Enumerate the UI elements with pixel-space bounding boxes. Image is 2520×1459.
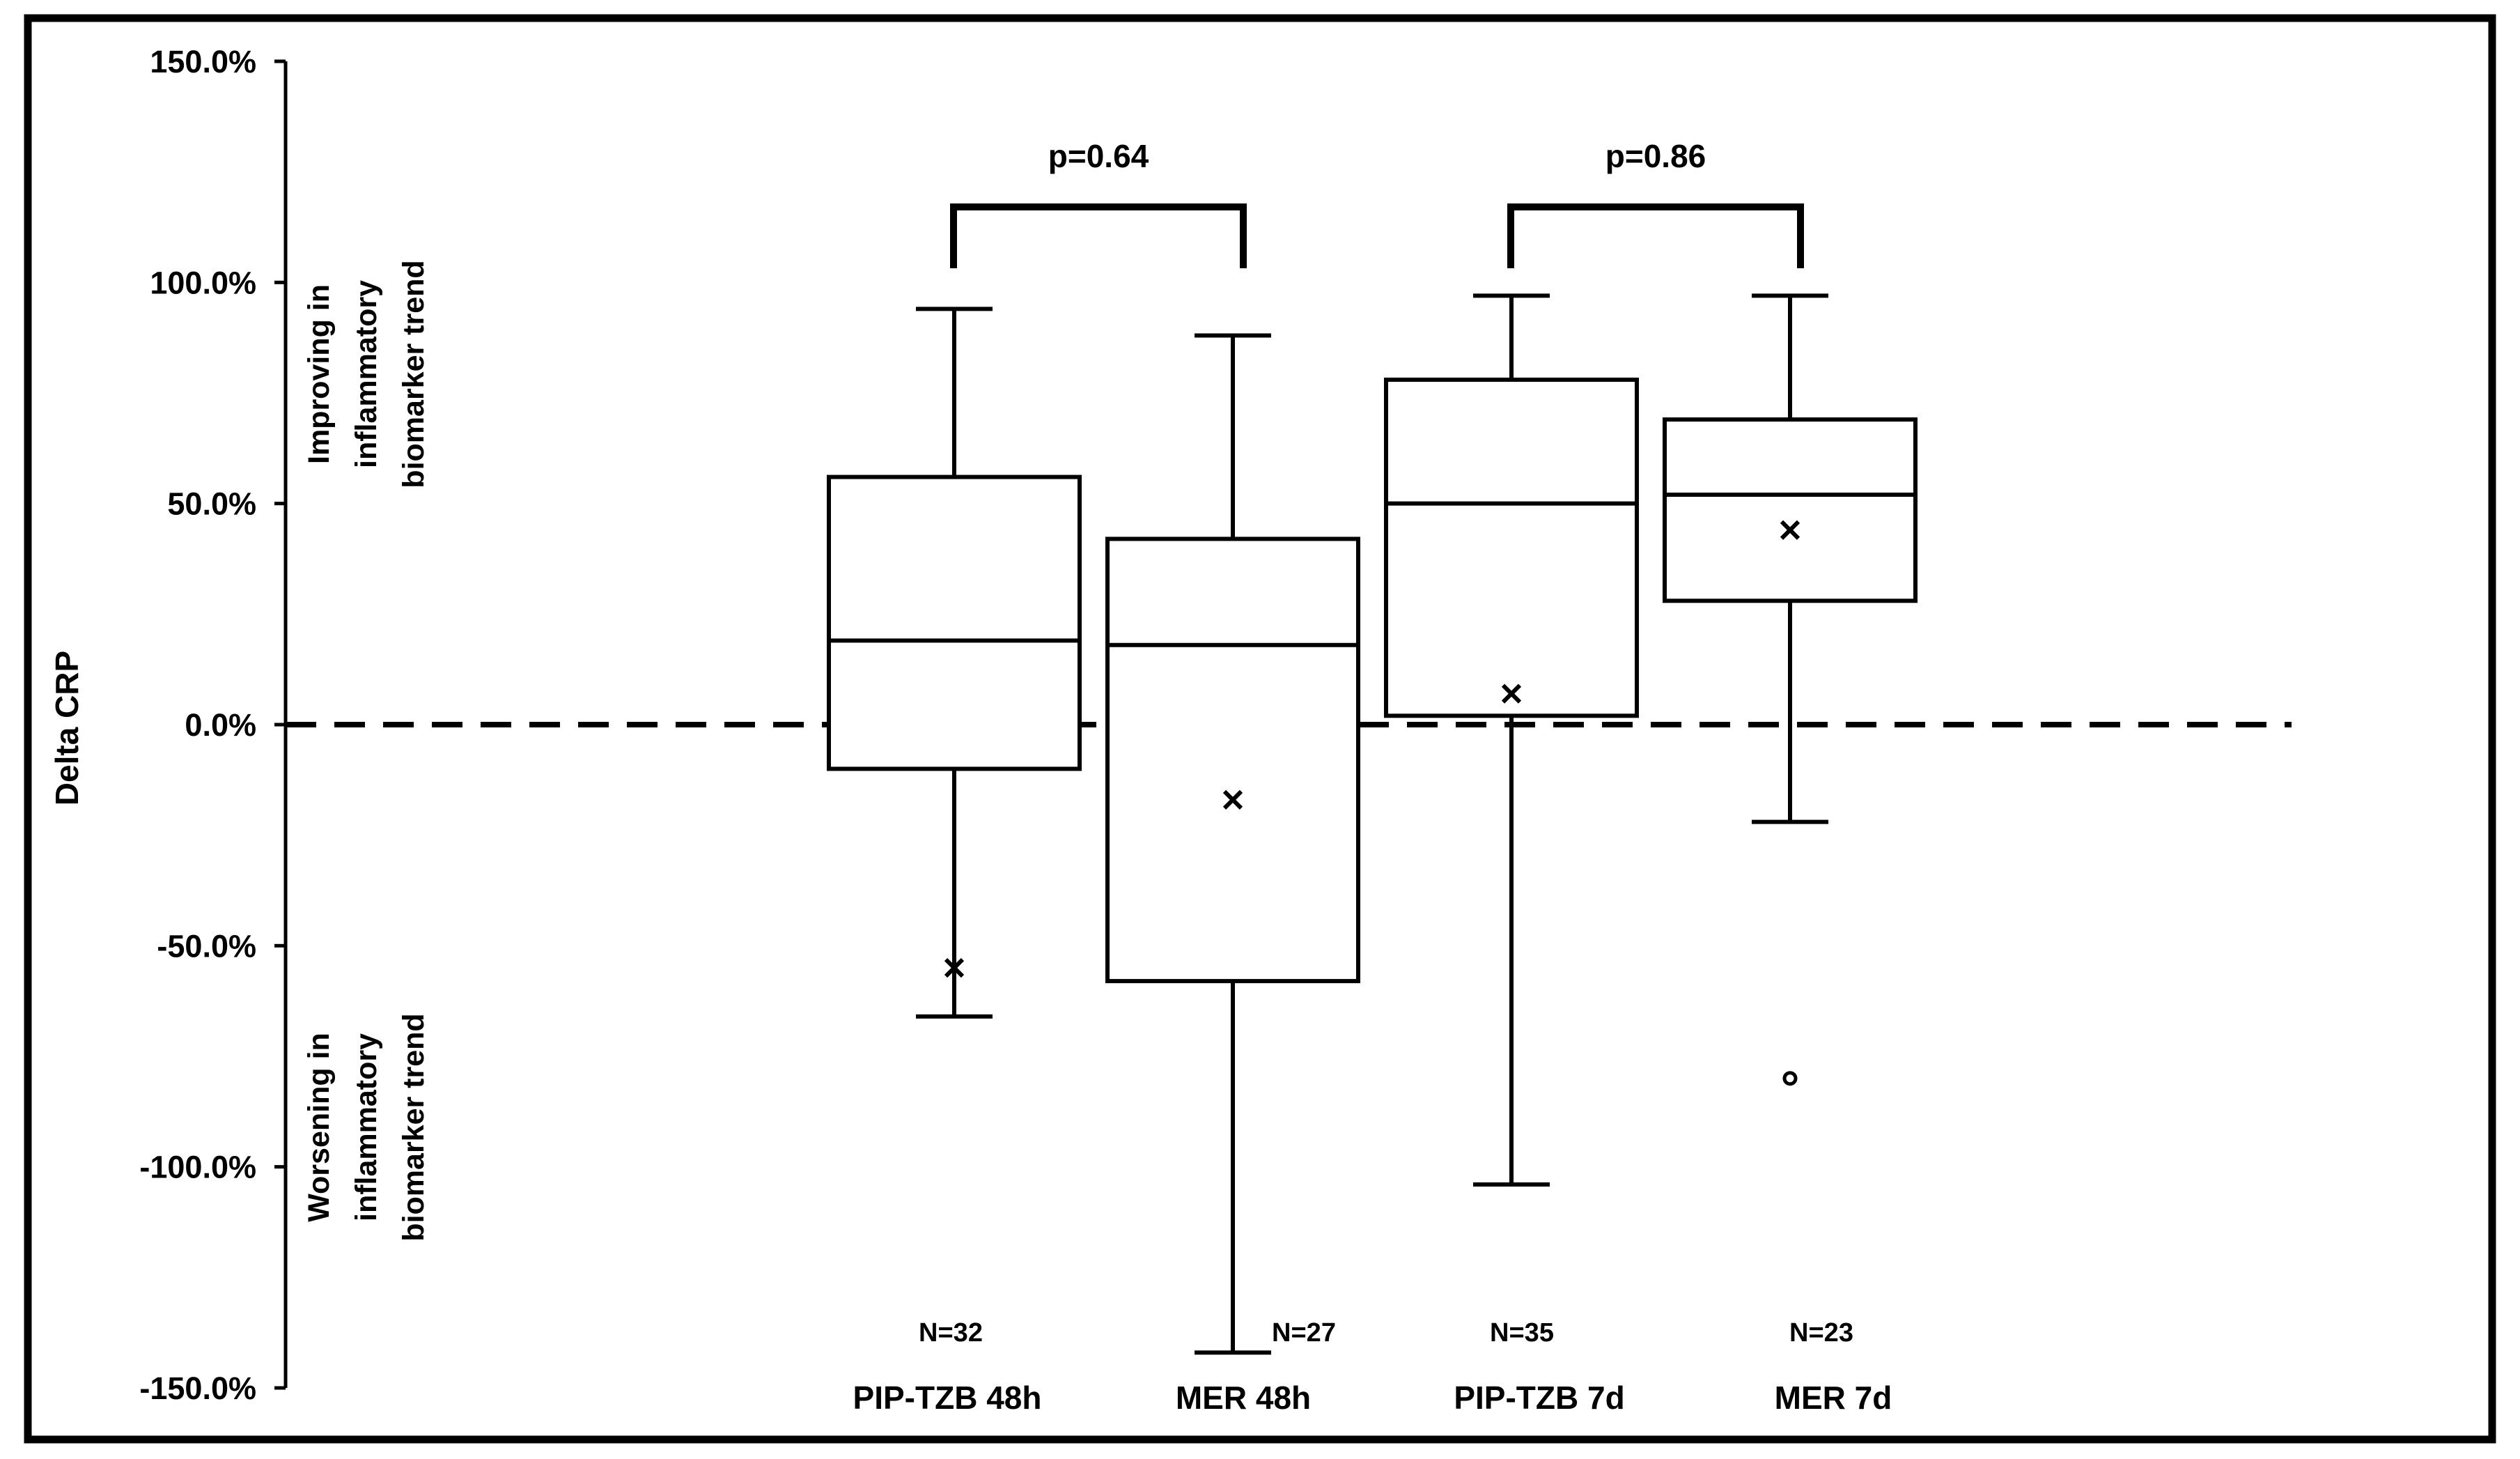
- y-tick-label: -50.0%: [157, 928, 256, 964]
- box: [1105, 536, 1360, 984]
- region-label-line: biomarker trend: [397, 1013, 430, 1241]
- region-label-line: Improving in: [302, 284, 336, 464]
- y-tick-label: -100.0%: [139, 1150, 256, 1185]
- y-tick-label: 50.0%: [167, 486, 256, 522]
- y-tick-label: -150.0%: [139, 1371, 256, 1406]
- bracket-line: [1507, 203, 1804, 268]
- y-tick-label: 100.0%: [150, 265, 256, 300]
- lower-region-label: Worsening in inflammatory biomarker trend: [302, 1013, 430, 1241]
- box: [1384, 377, 1639, 718]
- comparison-bracket: p=0.86: [1507, 138, 1804, 268]
- x-category-label: MER 7d: [1775, 1380, 1892, 1416]
- mean-marker: [944, 957, 965, 978]
- p-value-label: p=0.64: [1048, 138, 1149, 174]
- region-label-line: Worsening in: [302, 1033, 336, 1222]
- region-label-line: inflammatory: [350, 1033, 383, 1221]
- region-label-line: biomarker trend: [397, 260, 430, 488]
- box: [827, 474, 1082, 771]
- n-label: N=23: [1789, 1318, 1853, 1348]
- y-tick-label: 0.0%: [185, 707, 256, 743]
- upper-region-label: Improving in inflammatory biomarker trend: [302, 260, 430, 488]
- y-axis-title: Delta CRP: [49, 651, 85, 805]
- p-value-label: p=0.86: [1605, 138, 1706, 174]
- outlier-point: [1782, 1071, 1798, 1086]
- comparison-bracket: p=0.64: [950, 138, 1247, 268]
- y-tick-label: 150.0%: [150, 44, 256, 79]
- box: [1663, 417, 1918, 603]
- mean-marker: [1501, 684, 1522, 704]
- bracket-line: [950, 203, 1247, 268]
- n-label: N=27: [1272, 1318, 1336, 1348]
- x-category-label: PIP-TZB 7d: [1454, 1380, 1624, 1416]
- mean-marker: [1780, 520, 1800, 540]
- x-category-label: MER 48h: [1176, 1380, 1311, 1416]
- n-label: N=35: [1490, 1318, 1554, 1348]
- y-axis: 150.0% 100.0% 50.0% 0.0% -50.0% -100.0% -150.0…: [139, 44, 288, 1406]
- x-category-label: PIP-TZB 48h: [853, 1380, 1042, 1416]
- region-label-line: inflammatory: [350, 280, 383, 468]
- significance-brackets: p=0.64 p=0.86: [950, 138, 1804, 268]
- n-label: N=32: [919, 1318, 983, 1348]
- mean-marker: [1222, 789, 1243, 810]
